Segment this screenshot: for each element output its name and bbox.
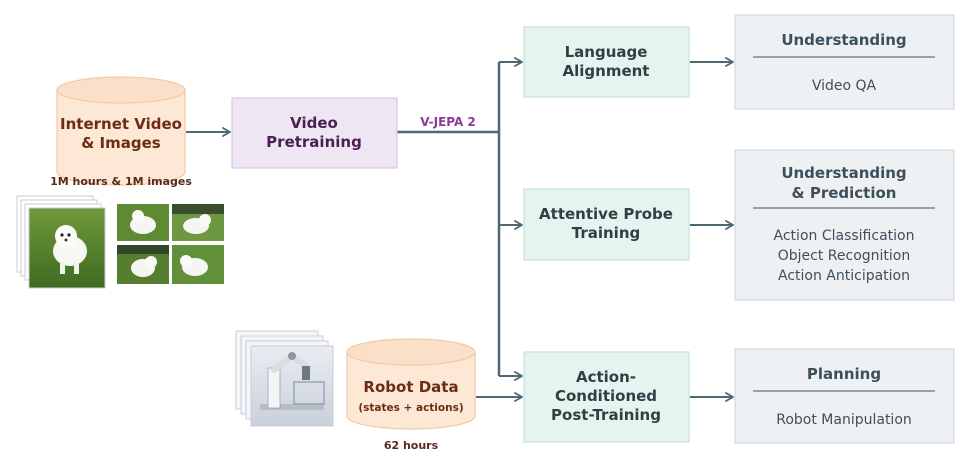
robot-data-source: Robot Data (states + actions) 62 hours (346, 338, 476, 452)
stage-2-title-line-2: Training (572, 224, 640, 242)
robot-data-caption: 62 hours (384, 439, 439, 452)
robot-data-title: Robot Data (363, 378, 458, 396)
robot-arm-frames-icon (235, 330, 334, 427)
stage-3-title-line-1: Action- (576, 368, 636, 386)
output-planning: Planning Robot Manipulation (734, 348, 955, 444)
internet-video-source: Internet Video & Images 1M hours & 1M im… (50, 76, 192, 188)
output-1-title: Understanding (781, 31, 906, 49)
robot-data-subtitle: (states + actions) (358, 402, 463, 414)
output-3-item-1: Robot Manipulation (776, 412, 912, 428)
stage-3-title-line-3: Post-Training (551, 406, 661, 424)
output-understanding-prediction: Understanding & Prediction Action Classi… (734, 149, 955, 301)
video-pretraining-box: Video Pretraining (231, 97, 398, 169)
stage-1-title-line-2: Alignment (563, 62, 650, 80)
output-2-item-1: Action Classification (774, 228, 915, 244)
internet-video-title-line-2: & Images (81, 134, 161, 152)
dog-image-grid-icon (117, 204, 224, 284)
output-2-title-line-2: & Prediction (792, 184, 897, 202)
database-cylinder-icon (346, 338, 476, 430)
internet-video-caption: 1M hours & 1M images (50, 175, 192, 188)
stage-attentive-probe: Attentive Probe Training (523, 188, 690, 261)
internet-video-title-line-1: Internet Video (60, 115, 182, 133)
output-3-title: Planning (807, 365, 881, 383)
stage-language-alignment: Language Alignment (523, 26, 690, 98)
output-2-item-3: Action Anticipation (778, 268, 910, 284)
output-understanding: Understanding Video QA (734, 14, 955, 110)
connectors (186, 57, 734, 402)
stage-action-conditioned: Action- Conditioned Post-Training (523, 351, 690, 443)
video-pretraining-title-line-1: Video (290, 114, 338, 132)
stage-3-title-line-2: Conditioned (555, 387, 657, 405)
video-pretraining-title-line-2: Pretraining (266, 133, 362, 151)
database-cylinder-icon (56, 76, 186, 186)
output-1-item-1: Video QA (812, 78, 877, 94)
output-2-item-2: Object Recognition (778, 248, 911, 264)
stage-2-title-line-1: Attentive Probe (539, 205, 673, 223)
output-2-title-line-1: Understanding (781, 164, 906, 182)
stage-1-title-line-1: Language (565, 43, 648, 61)
model-label: V-JEPA 2 (420, 115, 476, 129)
dog-video-frames-icon (16, 195, 106, 289)
